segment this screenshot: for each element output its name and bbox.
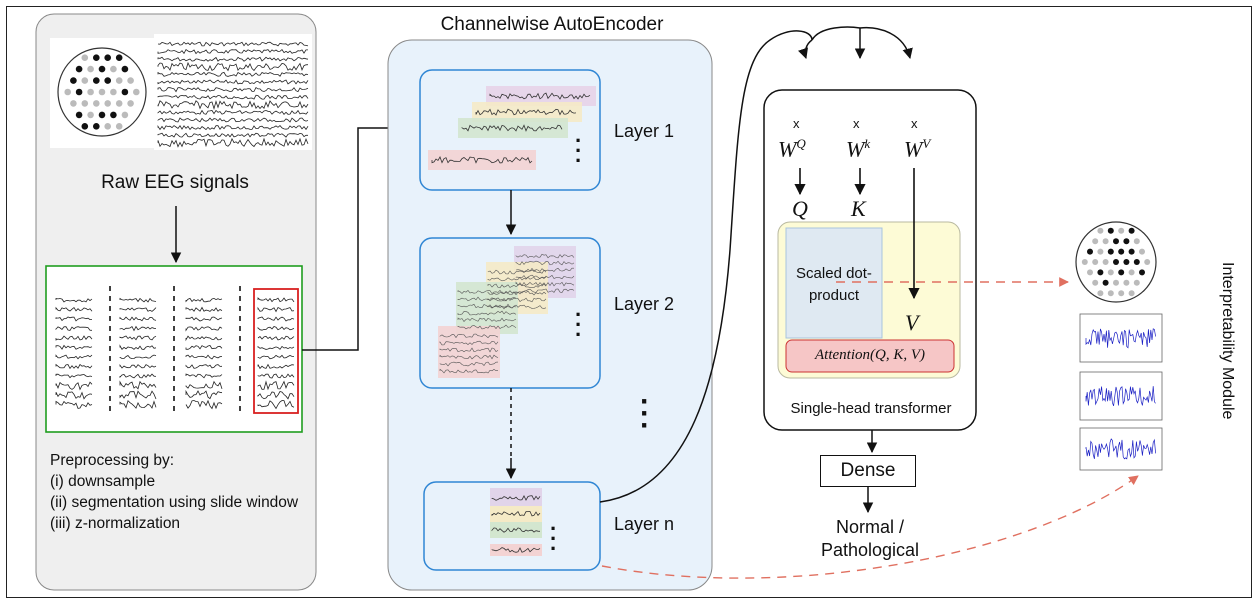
preprocessing-step: (ii) segmentation using slide window [50, 494, 299, 511]
layer-1-ellipsis: ··· [575, 128, 583, 173]
interpretability-plots [1079, 313, 1163, 471]
key-label: K [851, 196, 866, 221]
autoencoder-title: Channelwise AutoEncoder [440, 14, 664, 35]
interpretability-arrow-bottom [601, 475, 1139, 579]
attention-formula: Attention(Q, K, V) [815, 347, 925, 363]
weight-mark: x [853, 116, 860, 131]
layer-1-feature-maps [428, 86, 596, 170]
scaled-dot-product-box [785, 227, 883, 339]
figure-frame [6, 6, 1252, 598]
weight-value: WV [904, 136, 931, 162]
more-layers-ellipsis: ··· [640, 385, 650, 442]
layer-n-label: Layer n [614, 514, 675, 534]
weight-mark: x [793, 116, 800, 131]
preprocessing-step: (iii) z-normalization [50, 515, 181, 532]
layer-2-ellipsis: ··· [575, 302, 583, 347]
transformer-caption: Single-head transformer [790, 400, 952, 417]
value-label: V [905, 310, 919, 335]
raw-eeg-title: Raw EEG signals [101, 172, 249, 193]
layer-1-label: Layer 1 [614, 121, 675, 141]
head-montage-output [1075, 221, 1157, 303]
output-label: Normal / Pathological [820, 517, 920, 560]
scaled-dot-product-label: Scaled dot-product [796, 265, 872, 304]
interpretability-label: Interpretability Module [1219, 262, 1236, 420]
layer-2-feature-maps [438, 246, 576, 378]
encoder-to-transformer-arrow [599, 30, 813, 503]
layer-2-label: Layer 2 [614, 294, 675, 314]
query-label: Q [792, 196, 808, 221]
segment-dividers [109, 286, 241, 416]
preprocessing-heading: Preprocessing by: [50, 452, 175, 469]
weight-mark: x [911, 116, 918, 131]
head-montage-input [50, 38, 154, 148]
weight-key: Wk [846, 136, 871, 162]
layer-n-feature-maps [490, 488, 542, 556]
selected-segment [253, 288, 299, 414]
weight-query: WQ [778, 136, 806, 162]
layer-n-ellipsis: ··· [550, 516, 558, 561]
dense-layer: Dense [820, 455, 916, 487]
preprocessing-step: (i) downsample [50, 473, 156, 490]
raw-eeg-traces [154, 34, 312, 150]
preprocessing-list: Preprocessing by: (i) downsample (ii) se… [50, 450, 300, 534]
attention-formula-box [785, 339, 955, 373]
